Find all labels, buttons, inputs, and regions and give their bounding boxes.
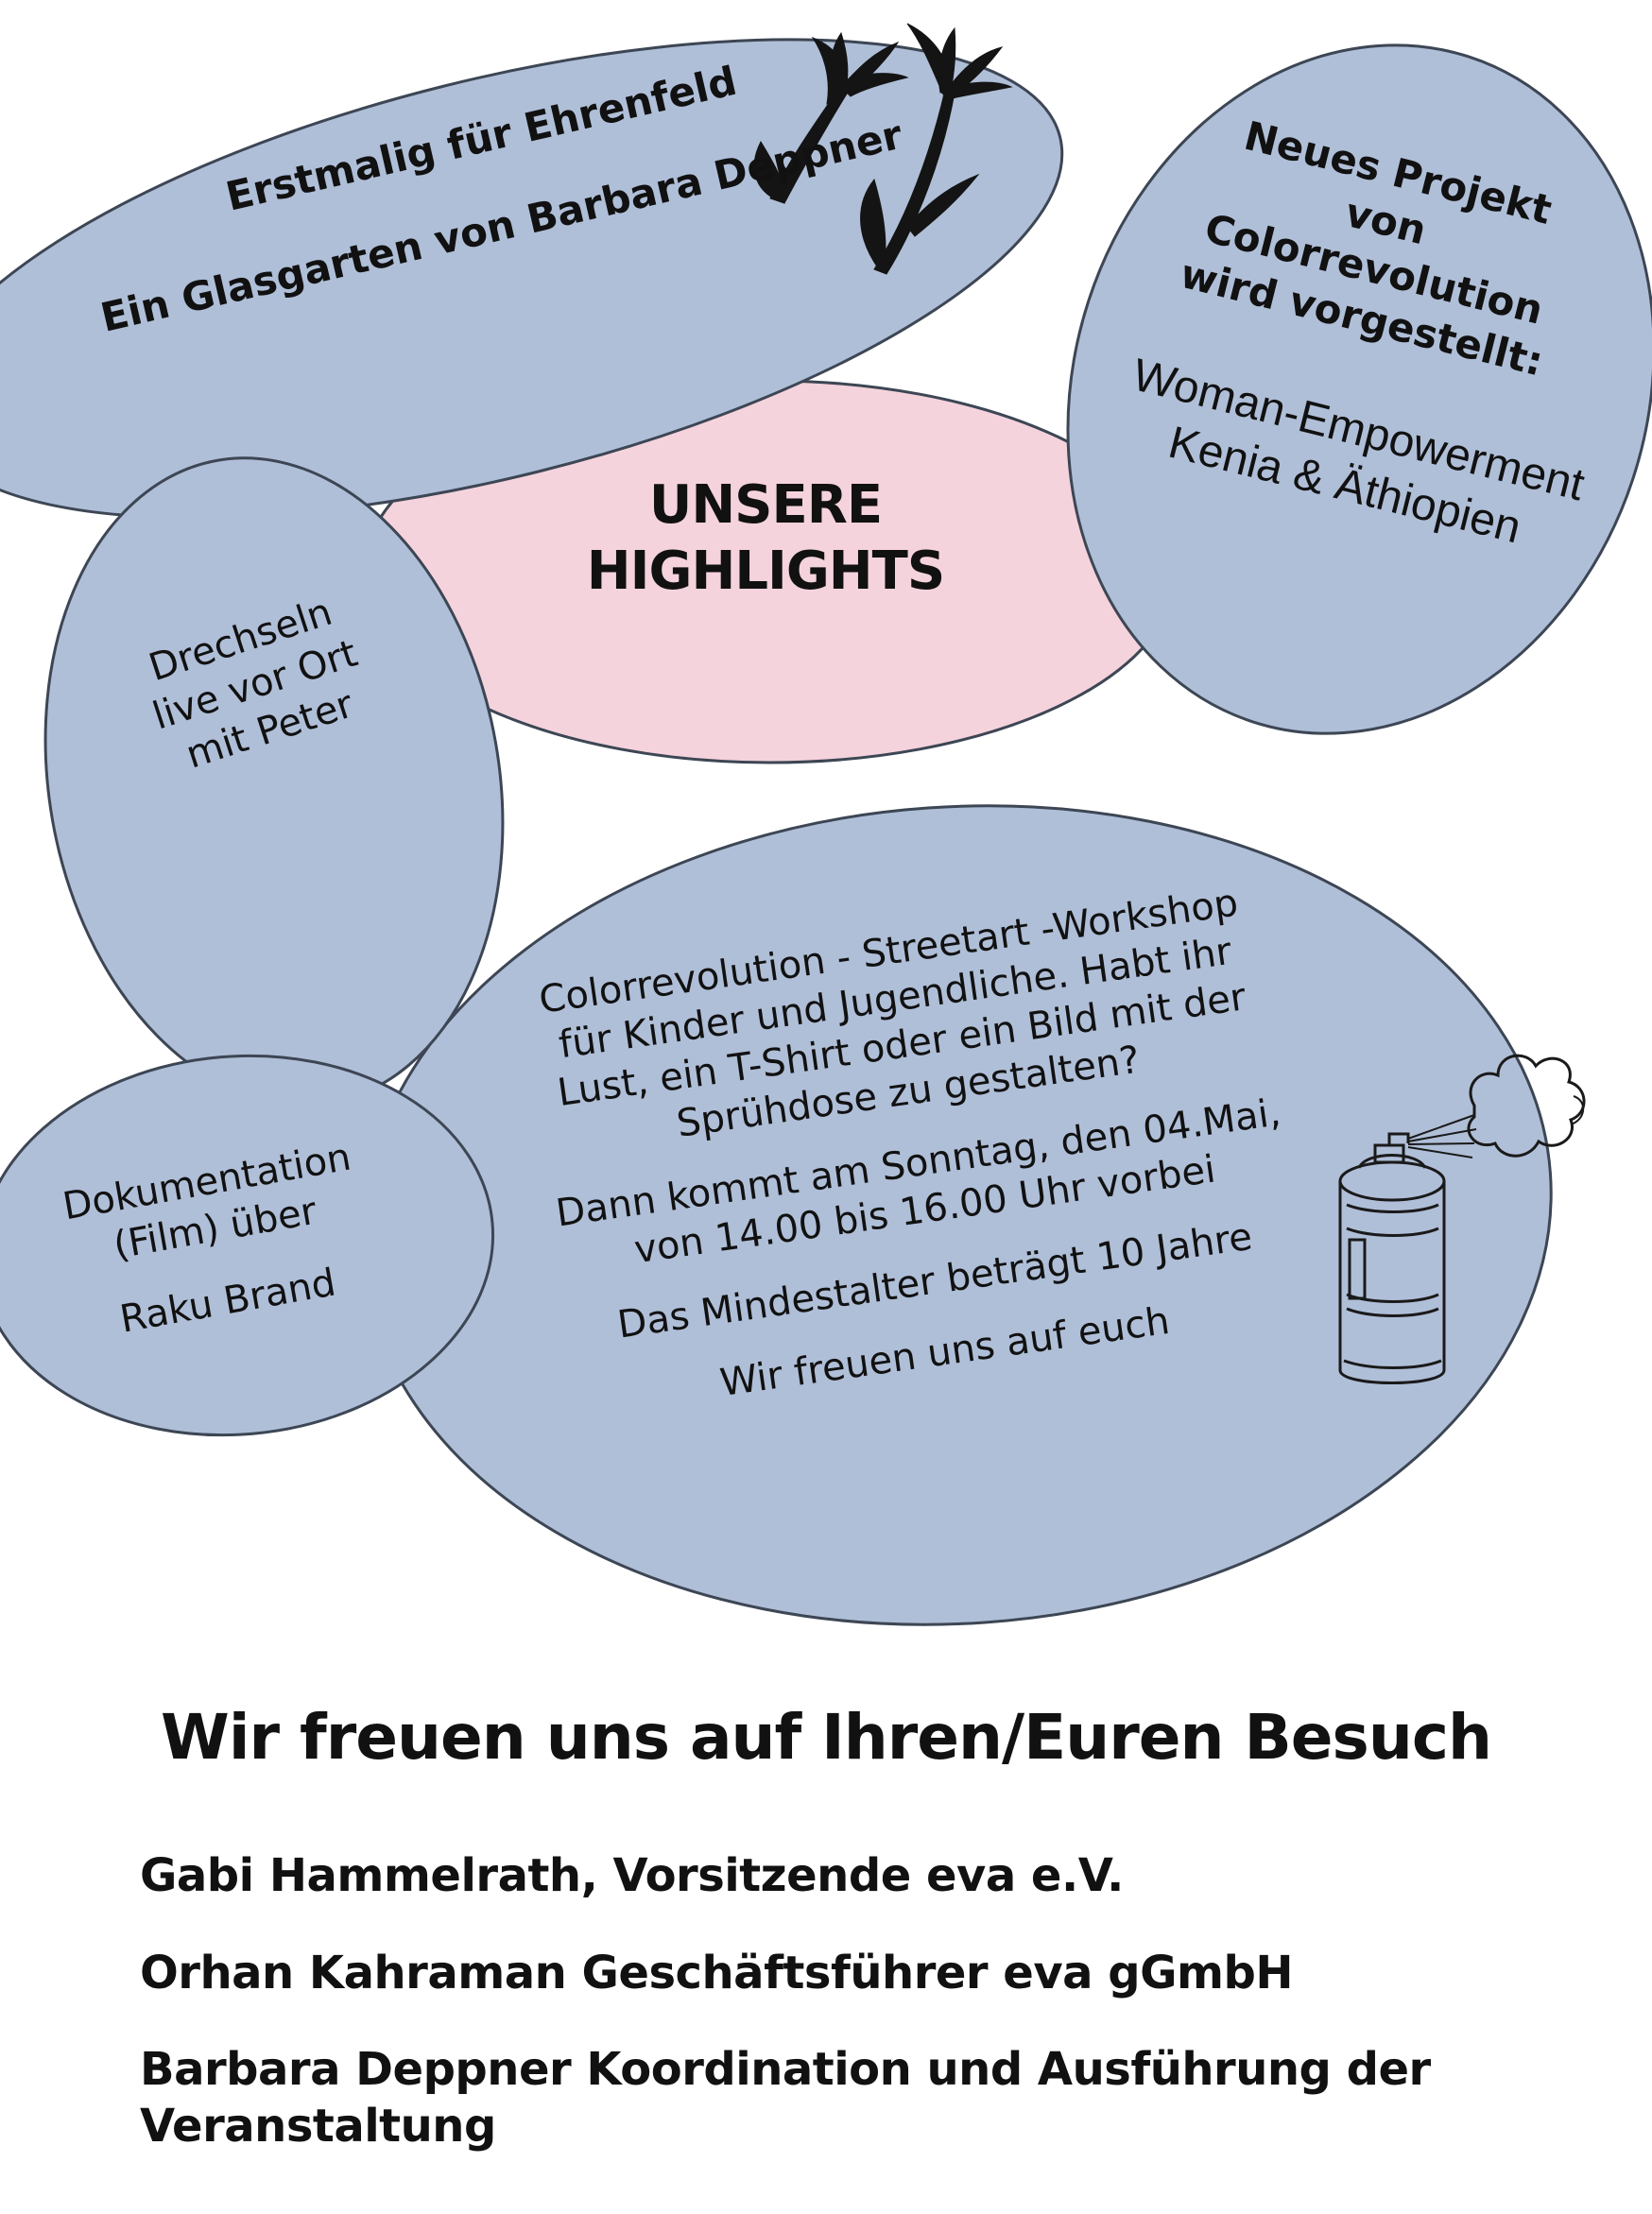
flower-icon	[753, 23, 1013, 275]
highlights-heading: UNSERE HIGHLIGHTS	[529, 472, 1002, 605]
highlights-line-2: HIGHLIGHTS	[586, 541, 945, 602]
spray-cloud-icon	[1407, 1054, 1586, 1158]
signature-deppner: Barbara Deppner Koordination und Ausführ…	[140, 2043, 1431, 2153]
closing-line: Wir freuen uns auf Ihren/Euren Besuch	[161, 1701, 1492, 1774]
signature-kahraman: Orhan Kahraman Geschäftsführer eva gGmbH	[140, 1947, 1294, 1999]
signature-hammelrath: Gabi Hammelrath, Vorsitzende eva e.V.	[140, 1849, 1124, 1902]
projekt-bubble	[1066, 43, 1652, 735]
glasgarten-bubble	[0, 38, 1064, 520]
spray-can-icon	[1338, 1132, 1446, 1384]
highlights-line-1: UNSERE	[648, 474, 883, 536]
dokumentation-bubble	[0, 1054, 495, 1437]
